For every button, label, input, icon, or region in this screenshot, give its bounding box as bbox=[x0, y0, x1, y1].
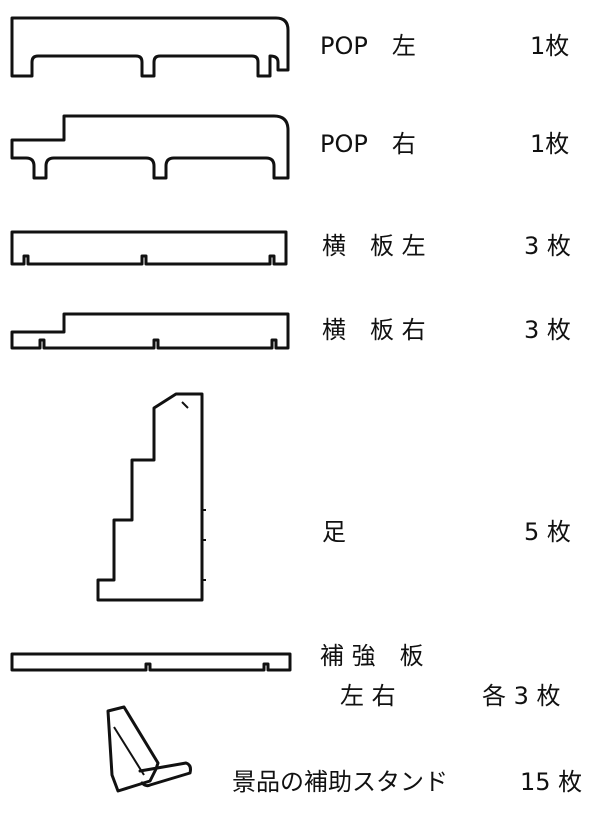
part-label-pop-right: POP 右 bbox=[320, 130, 416, 158]
prize-stand-shape bbox=[100, 705, 200, 800]
part-label-side-board-left: 横 板 左 bbox=[322, 232, 426, 260]
pop-right-shape bbox=[8, 112, 293, 188]
part-label-leg: 足 bbox=[322, 518, 346, 546]
part-qty-reinforcing-board: 各 3 枚 bbox=[482, 682, 561, 710]
leg-shape bbox=[92, 390, 222, 610]
part-label-reinforcing-board: 補 強 板 bbox=[320, 642, 424, 670]
part-qty-pop-left: 1枚 bbox=[530, 32, 570, 60]
side-board-right-shape bbox=[8, 310, 293, 358]
side-board-left-shape bbox=[8, 228, 293, 272]
part-qty-pop-right: 1枚 bbox=[530, 130, 570, 158]
part-label-prize-stand: 景品の補助スタンド bbox=[232, 768, 448, 796]
pop-left-shape bbox=[8, 14, 293, 84]
part-label-reinforcing-board-sides: 左 右 bbox=[340, 682, 396, 710]
part-qty-leg: 5 枚 bbox=[524, 518, 571, 546]
part-qty-side-board-left: 3 枚 bbox=[524, 232, 571, 260]
part-label-pop-left: POP 左 bbox=[320, 32, 416, 60]
reinforcing-board-shape bbox=[8, 650, 293, 678]
part-qty-prize-stand: 15 枚 bbox=[520, 768, 583, 796]
part-qty-side-board-right: 3 枚 bbox=[524, 316, 571, 344]
part-label-side-board-right: 横 板 右 bbox=[322, 316, 426, 344]
